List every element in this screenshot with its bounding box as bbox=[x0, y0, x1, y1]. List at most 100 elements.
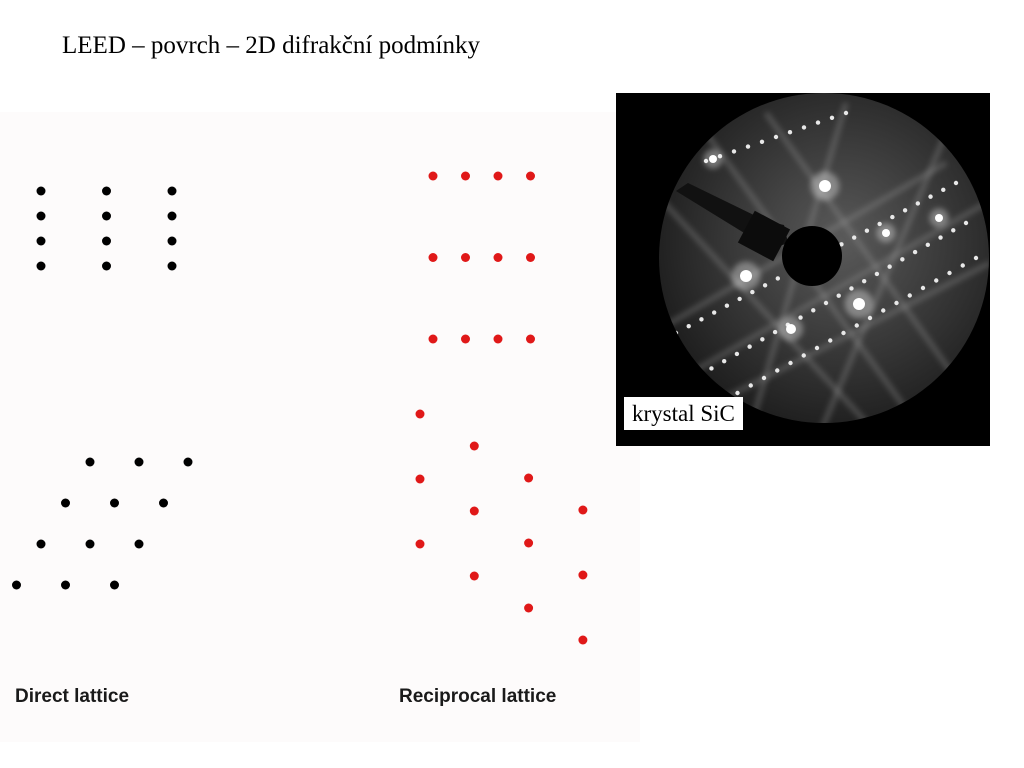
diffraction-spot bbox=[894, 300, 899, 306]
diffraction-spot bbox=[814, 345, 820, 351]
diffraction-spot bbox=[788, 360, 793, 366]
reciprocal-point bbox=[469, 441, 479, 451]
diffraction-spot bbox=[828, 338, 833, 343]
diffraction-spot bbox=[724, 303, 730, 308]
diffraction-spot bbox=[747, 344, 752, 349]
diffraction-spot bbox=[696, 373, 701, 378]
diffraction-spot bbox=[934, 278, 939, 283]
diffraction-spot bbox=[737, 296, 742, 302]
diffraction-spot bbox=[811, 308, 816, 313]
sample-label: krystal SiC bbox=[624, 397, 743, 430]
diffraction-streak bbox=[763, 111, 969, 395]
diffraction-spot bbox=[928, 194, 933, 199]
diffraction-spot bbox=[721, 358, 727, 364]
bright-diffraction-spot bbox=[853, 298, 865, 310]
lattice-point bbox=[102, 261, 111, 271]
diffraction-spot bbox=[941, 187, 946, 193]
lattice-point bbox=[159, 498, 168, 508]
reciprocal-point bbox=[493, 334, 503, 344]
diffraction-spot bbox=[951, 228, 956, 233]
diffraction-spot bbox=[787, 130, 793, 135]
diffraction-spot bbox=[683, 380, 689, 386]
reciprocal-point bbox=[526, 171, 535, 181]
reciprocal-point bbox=[415, 539, 425, 549]
diffraction-spot bbox=[900, 257, 905, 262]
diffraction-spot bbox=[699, 317, 704, 322]
diffraction-spots bbox=[673, 110, 979, 411]
diffraction-spot bbox=[748, 383, 753, 388]
diffraction-spot bbox=[839, 242, 844, 247]
reciprocal-point bbox=[428, 253, 438, 262]
diffraction-spot bbox=[798, 315, 803, 320]
diffraction-spot bbox=[861, 278, 867, 284]
reciprocal-point bbox=[415, 474, 425, 484]
slide-title: LEED – povrch – 2D difrakční podmínky bbox=[62, 32, 480, 59]
lattice-point bbox=[134, 539, 144, 549]
diffraction-spot bbox=[912, 249, 918, 255]
diffraction-spot bbox=[973, 255, 979, 261]
diffraction-spot bbox=[867, 315, 873, 321]
direct-lattice-rectangular bbox=[36, 186, 177, 271]
diffraction-spot bbox=[963, 220, 969, 226]
reciprocal-point bbox=[524, 473, 534, 483]
diffraction-spot bbox=[881, 308, 886, 313]
diffraction-spot bbox=[915, 201, 921, 206]
diffraction-spot bbox=[938, 235, 943, 240]
diffraction-spot bbox=[854, 323, 859, 328]
diffraction-spot bbox=[759, 139, 765, 144]
lattice-point bbox=[85, 457, 95, 467]
bright-diffraction-spot bbox=[935, 214, 943, 222]
reciprocal-point bbox=[415, 409, 425, 419]
diffraction-spot bbox=[775, 368, 780, 373]
diffraction-spot bbox=[775, 276, 781, 281]
diffraction-spot bbox=[734, 351, 740, 357]
diffraction-spot bbox=[735, 390, 740, 396]
reciprocal-point bbox=[578, 505, 588, 515]
leed-diffraction-photo bbox=[616, 93, 990, 446]
lattice-point bbox=[36, 186, 46, 196]
diffraction-spot bbox=[673, 330, 679, 336]
diffraction-spot bbox=[890, 214, 895, 220]
diffraction-spot bbox=[709, 366, 714, 371]
electron-gun-center bbox=[782, 226, 842, 286]
bright-diffraction-spot bbox=[709, 155, 717, 163]
diffraction-streak bbox=[659, 200, 988, 396]
diffraction-spot bbox=[711, 310, 717, 315]
lattice-point bbox=[36, 261, 46, 271]
diffraction-spot bbox=[801, 353, 806, 358]
reciprocal-point bbox=[578, 570, 588, 580]
lattice-point bbox=[110, 580, 119, 590]
diffraction-spot bbox=[823, 300, 829, 306]
direct-lattice-oblique bbox=[12, 457, 193, 590]
reciprocal-lattice-rectangular bbox=[428, 171, 535, 344]
diffraction-spot bbox=[836, 293, 841, 298]
electron-gun-body bbox=[737, 210, 791, 262]
lattice-point bbox=[61, 498, 70, 508]
lattice-point bbox=[167, 236, 177, 246]
diffraction-spot bbox=[874, 271, 880, 277]
diffraction-spot bbox=[887, 264, 892, 269]
diffraction-spot bbox=[920, 285, 926, 291]
lattice-point bbox=[36, 211, 46, 221]
lattice-point bbox=[36, 236, 46, 246]
diffraction-spot bbox=[686, 323, 691, 329]
diffraction-spot bbox=[760, 337, 765, 342]
lattice-point bbox=[183, 457, 193, 467]
lattice-point bbox=[167, 261, 177, 271]
lattice-point bbox=[167, 186, 177, 196]
diffraction-spot bbox=[829, 115, 835, 120]
diffraction-spot bbox=[761, 375, 767, 381]
diffraction-spot bbox=[745, 144, 751, 149]
diffraction-spot bbox=[960, 263, 965, 268]
lattice-point bbox=[102, 186, 111, 196]
lattice-point bbox=[102, 236, 111, 246]
reciprocal-lattice-caption: Reciprocal lattice bbox=[399, 686, 557, 707]
reciprocal-point bbox=[461, 171, 470, 181]
reciprocal-point bbox=[493, 253, 503, 262]
reciprocal-point bbox=[578, 635, 588, 645]
diffraction-spot bbox=[864, 228, 870, 233]
diffraction-spot bbox=[801, 125, 807, 130]
diffraction-spot bbox=[772, 329, 778, 335]
reciprocal-point bbox=[526, 334, 535, 344]
reciprocal-point bbox=[469, 506, 479, 516]
